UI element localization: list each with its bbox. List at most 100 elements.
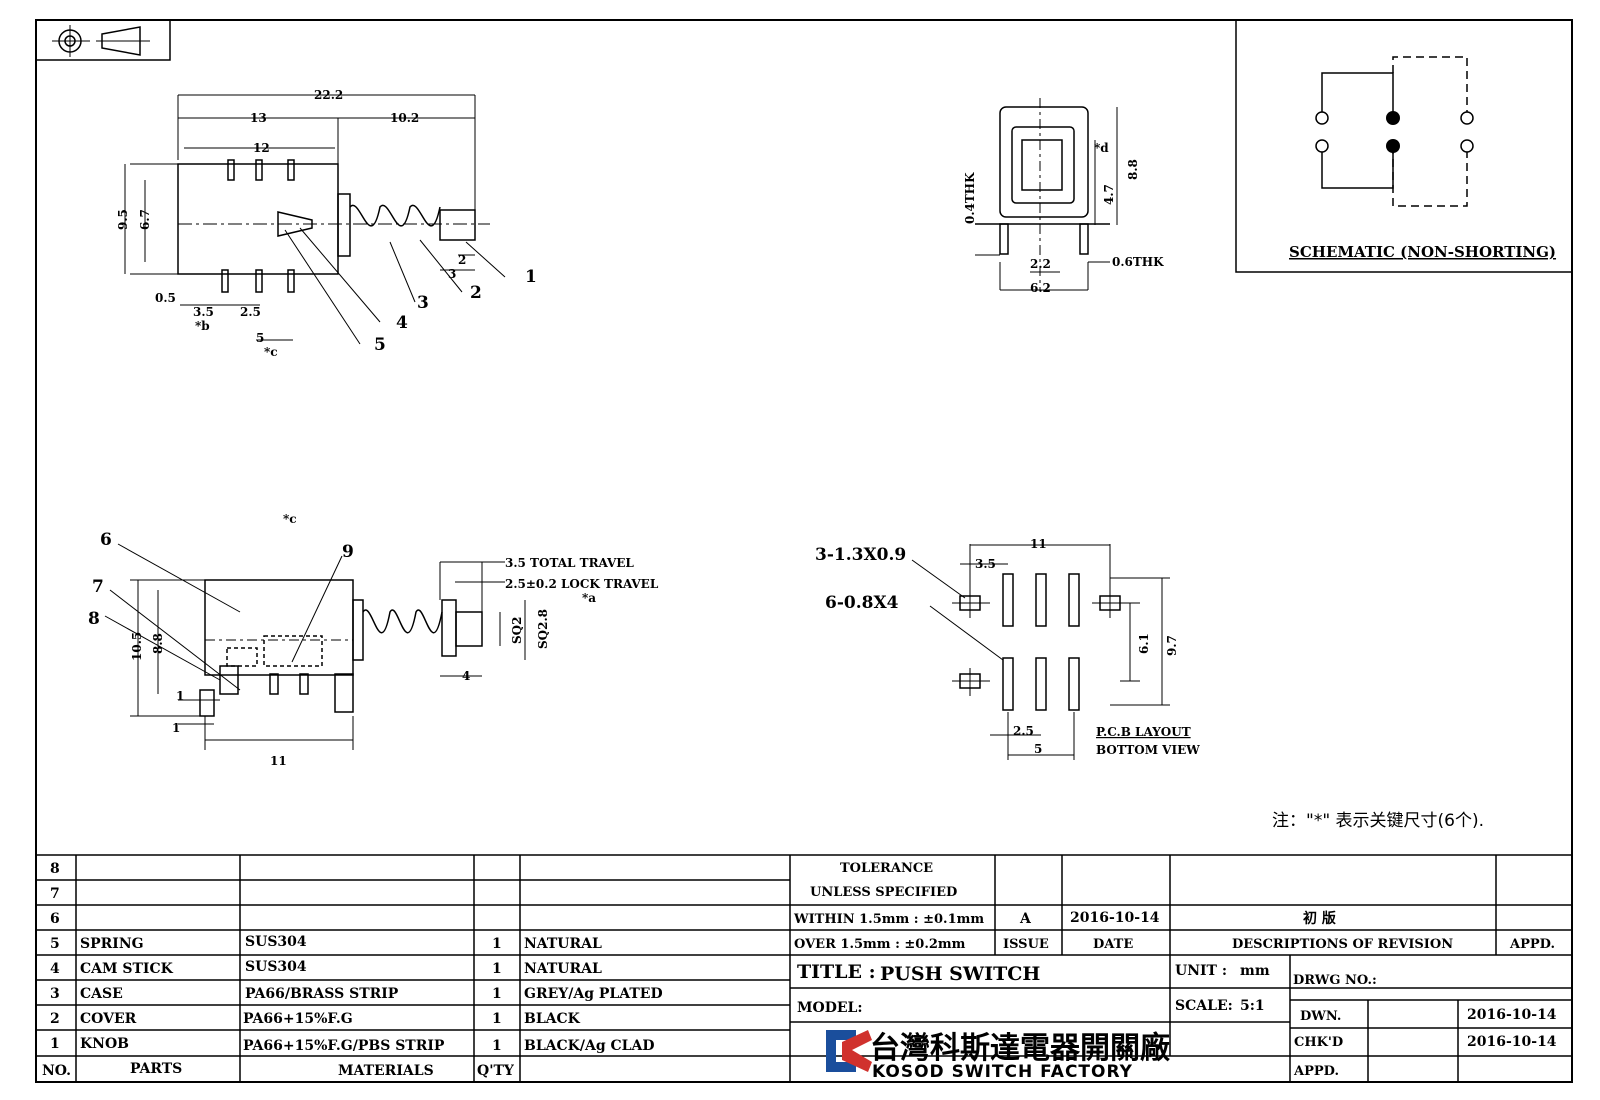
dim-11-pcb: 11 — [1030, 537, 1047, 551]
dim-6-2: 6.2 — [1030, 281, 1051, 295]
bom-no: 4 — [50, 961, 60, 977]
bom-part: COVER — [80, 1011, 137, 1027]
dim-3: 3 — [448, 267, 456, 281]
callout-6: 6 — [100, 530, 112, 550]
key-c-side: *c — [264, 345, 278, 359]
bom-header: NO. PARTS MATERIALS Q'TY — [42, 1061, 515, 1079]
dim-12: 12 — [253, 141, 270, 155]
hole-spec-2: 6-0.8X4 — [825, 593, 899, 613]
company-name-en: KOSOD SWITCH FACTORY — [872, 1062, 1133, 1082]
bom-table: 8 7 6 5 SPRING SUS304 1 NATURAL 4 CAM ST… — [42, 861, 663, 1079]
bom-material: SUS304 — [245, 934, 307, 950]
dwn-date: 2016-10-14 — [1467, 1007, 1557, 1023]
model-label: MODEL: — [797, 1000, 863, 1016]
callout-3: 3 — [417, 293, 429, 313]
bom-row: 8 — [50, 861, 60, 877]
bom-no: 3 — [50, 986, 60, 1002]
dim-0-6thk: 0.6THK — [1112, 255, 1164, 269]
bom-row: 7 — [50, 886, 60, 902]
company-logo-icon — [826, 1030, 872, 1072]
dim-8-8-front: 8.8 — [151, 633, 165, 654]
unit-label: UNIT : — [1175, 963, 1227, 979]
bom-no: 5 — [50, 936, 60, 952]
dim-4-front: 4 — [462, 669, 470, 683]
key-dimension-note: 注："*" 表示关键尺寸(6个). — [1272, 811, 1484, 831]
dim-sq2: SQ2 — [510, 617, 524, 644]
bom-row: 6 — [50, 911, 60, 927]
revision-desc-header: DESCRIPTIONS OF REVISION — [1232, 937, 1453, 952]
callout-8: 8 — [88, 609, 100, 629]
bom-no: 2 — [50, 1011, 60, 1027]
bom-qty: 1 — [492, 961, 502, 977]
bom-no: 1 — [50, 1036, 60, 1052]
revision-description: 初 版 — [1303, 910, 1336, 927]
unit-value: mm — [1240, 963, 1270, 979]
dim-11-front: 11 — [270, 754, 287, 768]
chkd-label: CHK'D — [1294, 1035, 1343, 1050]
revision-appd-header: APPD. — [1509, 937, 1555, 952]
key-b: *b — [195, 319, 210, 333]
bom-row: 3 CASE PA66/BRASS STRIP 1 GREY/Ag PLATED — [50, 986, 663, 1002]
dim-10-2: 10.2 — [390, 111, 419, 125]
dwn-label: DWN. — [1300, 1009, 1341, 1024]
dim-10-5: 10.5 — [130, 632, 144, 661]
revision-block: A 2016-10-14 初 版 ISSUE DATE DESCRIPTIONS… — [1003, 910, 1555, 952]
bom-row: 1 KNOB PA66+15%F.G/PBS STRIP 1 BLACK/Ag … — [50, 1036, 654, 1054]
tolerance-line1: TOLERANCE — [840, 861, 933, 876]
bom-part: KNOB — [80, 1036, 129, 1052]
callout-4: 4 — [396, 313, 408, 333]
bom-finish: GREY/Ag PLATED — [524, 986, 663, 1002]
pcb-layout — [911, 544, 1170, 760]
pcb-caption-bottom: BOTTOM VIEW — [1096, 743, 1200, 757]
revision-date: 2016-10-14 — [1070, 910, 1160, 926]
callout-9: 9 — [342, 542, 354, 562]
dim-6-7: 6.7 — [138, 209, 152, 230]
bom-header-parts: PARTS — [130, 1061, 182, 1077]
revision-issue-header: ISSUE — [1003, 937, 1049, 952]
pcb-labels: 3-1.3X0.9 6-0.8X4 11 3.5 6.1 9.7 2.5 5 P… — [815, 537, 1200, 757]
dim-3-5-pcb: 3.5 — [975, 557, 996, 571]
bom-qty: 1 — [492, 1038, 502, 1054]
title-block-grid — [36, 854, 1572, 1083]
bom-material: SUS304 — [245, 959, 307, 975]
scale-label: SCALE: — [1175, 998, 1233, 1014]
bom-header-materials: MATERIALS — [338, 1063, 434, 1079]
dim-8-8-end: 8.8 — [1126, 159, 1140, 180]
pcb-caption-layout: P.C.B LAYOUT — [1096, 725, 1191, 739]
callout-2: 2 — [470, 283, 482, 303]
bom-row: 4 CAM STICK SUS304 1 NATURAL — [50, 959, 602, 977]
bom-finish: NATURAL — [524, 961, 602, 977]
tolerance-block: TOLERANCE UNLESS SPECIFIED WITHIN 1.5mm … — [793, 861, 984, 952]
key-a: *a — [582, 591, 596, 605]
dim-2-2: 2.2 — [1030, 257, 1051, 271]
bom-material: PA66+15%F.G — [243, 1011, 353, 1027]
revision-date-header: DATE — [1093, 937, 1133, 952]
bom-part: CAM STICK — [80, 961, 174, 977]
bom-no: 7 — [50, 886, 60, 902]
bom-no: 8 — [50, 861, 60, 877]
side-view-labels: 22.2 13 10.2 12 9.5 6.7 2 3 0.5 3.5 *b 2… — [116, 88, 537, 359]
schematic-caption: SCHEMATIC (NON-SHORTING) — [1289, 243, 1556, 261]
dim-4-7: 4.7 — [1102, 184, 1116, 205]
bom-qty: 1 — [492, 986, 502, 1002]
bom-part: SPRING — [80, 936, 144, 952]
dim-lock-travel: 2.5±0.2 LOCK TRAVEL — [505, 577, 659, 591]
end-view — [975, 98, 1118, 291]
callout-1: 1 — [525, 267, 537, 287]
tolerance-line2: UNLESS SPECIFIED — [810, 885, 957, 900]
title-label: TITLE : — [797, 961, 876, 983]
drwg-no-label: DRWG NO.: — [1293, 973, 1377, 988]
revision-issue: A — [1019, 911, 1032, 927]
dim-0-4thk: 0.4THK — [963, 172, 977, 224]
callout-7: 7 — [92, 577, 104, 597]
tolerance-line4: OVER 1.5mm : ±0.2mm — [794, 937, 966, 952]
drawing-title: PUSH SWITCH — [880, 963, 1040, 985]
bom-material: PA66/BRASS STRIP — [245, 986, 399, 1002]
dim-2-5-pcb: 2.5 — [1013, 724, 1034, 738]
front-view — [104, 543, 526, 750]
bom-material: PA66+15%F.G/PBS STRIP — [243, 1038, 445, 1054]
dim-0-5: 0.5 — [155, 291, 176, 305]
bom-row: 5 SPRING SUS304 1 NATURAL — [50, 934, 602, 952]
dim-9-5: 9.5 — [116, 209, 130, 230]
